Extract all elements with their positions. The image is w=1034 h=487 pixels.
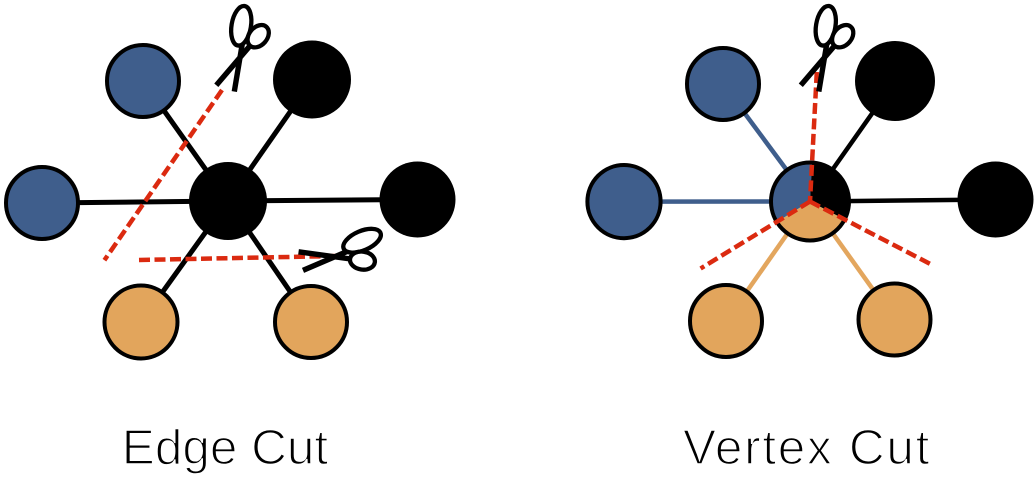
svg-text:Edge Cut: Edge Cut [122,420,329,475]
svg-text:Vertex Cut: Vertex Cut [683,420,931,475]
